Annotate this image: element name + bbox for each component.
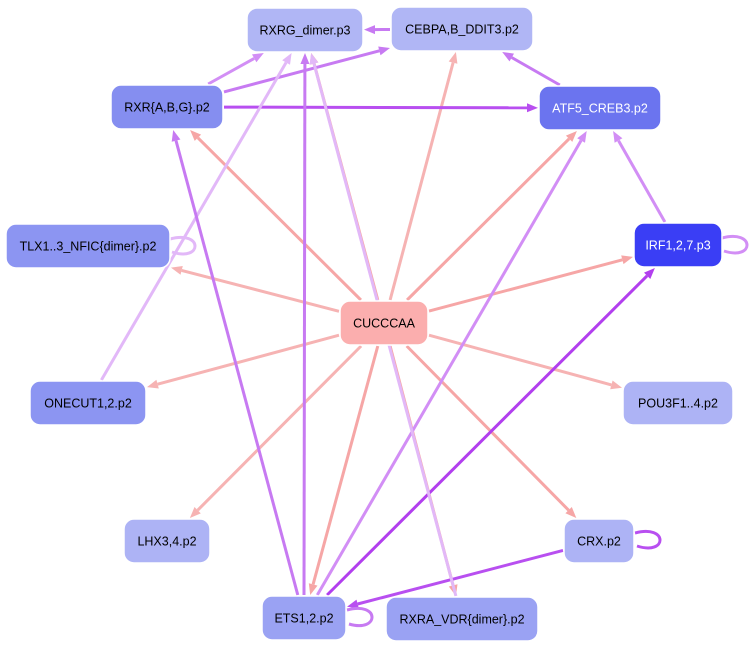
node-box (5, 223, 171, 269)
node-label: IRF1,2,7.p3 (645, 239, 710, 253)
arrowhead-cebpa-to-rxrg (364, 25, 375, 35)
arrowhead-center-to-atf5 (565, 131, 577, 142)
node-center[interactable]: CUCCCAA (339, 300, 429, 346)
arrowhead-crx-to-ets (347, 599, 359, 609)
edge-center-to-irf (428, 258, 623, 313)
arrowhead-rxra-to-rxrg (309, 53, 319, 65)
node-layer: CUCCCAA RXRG_dimer.p3 CEBPA,B_DDIT3.p2RXR{… (5, 6, 734, 642)
node-lhx[interactable]: LHX3,4.p2 (123, 518, 211, 564)
node-box (622, 380, 734, 426)
node-ets[interactable]: ETS1,2.p2 (261, 595, 347, 641)
node-label: RXRA_VDR{dimer}.p2 (399, 613, 524, 627)
edge-center-to-lhx (196, 344, 363, 512)
node-crx[interactable]: CRX.p2 (563, 518, 635, 564)
arrowhead-center-to-irf (621, 255, 633, 265)
node-label: RXRG_dimer.p3 (259, 24, 350, 38)
edge-center-to-pou3f (428, 333, 612, 387)
arrowhead-center-to-rxr (190, 130, 202, 141)
arrowhead-center-to-ets (308, 583, 318, 595)
node-label: CRX.p2 (577, 535, 621, 549)
edge-irf-to-atf5 (617, 139, 667, 223)
arrowhead-center-to-pou3f (610, 380, 622, 390)
node-rxrg[interactable]: RXRG_dimer.p3 (246, 7, 364, 53)
arrowhead-center-to-cebpa (448, 52, 458, 64)
node-box (110, 84, 224, 130)
edge-crx-to-ets (357, 548, 564, 606)
edge-center-to-rxr (196, 136, 362, 302)
arrowhead-rxr-to-rxrg (252, 53, 264, 63)
node-label: CUCCCAA (353, 317, 415, 331)
arrowhead-rxr-to-atf5 (527, 103, 538, 113)
node-cebpa[interactable]: CEBPA,B_DDIT3.p2 (390, 6, 534, 52)
node-tlx[interactable]: TLX1..3_NFIC{dimer}.p2 (5, 223, 171, 269)
arrowhead-irf-to-atf5 (613, 131, 623, 143)
self-loop-irf (721, 234, 749, 255)
arrowhead-onecut-to-rxrg (282, 53, 292, 65)
node-label: ONECUT1,2.p2 (44, 397, 132, 411)
node-box (246, 7, 364, 53)
edge-rxr-to-atf5 (223, 105, 528, 110)
node-box (29, 380, 147, 426)
node-label: RXR{A,B,G}.p2 (124, 101, 210, 115)
arrowhead-ets-to-rxr (171, 130, 181, 142)
node-box (339, 300, 429, 346)
edge-ets-to-atf5 (316, 139, 583, 596)
node-rxr[interactable]: RXR{A,B,G}.p2 (110, 84, 224, 130)
node-label: TLX1..3_NFIC{dimer}.p2 (20, 240, 157, 254)
edge-center-to-cebpa (388, 62, 455, 301)
node-box (633, 222, 723, 268)
node-pou3f[interactable]: POU3F1..4.p2 (622, 380, 734, 426)
node-box (563, 518, 635, 564)
node-label: LHX3,4.p2 (137, 535, 196, 549)
node-rxra[interactable]: RXRA_VDR{dimer}.p2 (385, 596, 539, 642)
node-label: ETS1,2.p2 (274, 612, 333, 626)
node-box (123, 518, 211, 564)
edge-center-to-onecut (157, 333, 340, 386)
arrowhead-center-to-crx (565, 507, 577, 518)
arrowhead-rxr-to-cebpa (378, 46, 390, 56)
edge-ets-to-rxr (174, 140, 300, 596)
edge-rxr-to-cebpa (223, 49, 380, 94)
arrowhead-center-to-onecut (147, 379, 159, 389)
edge-center-to-ets (311, 345, 380, 585)
node-box (385, 596, 539, 642)
node-label: POU3F1..4.p2 (638, 397, 718, 411)
node-label: ATF5_CREB3.p2 (552, 102, 648, 116)
arrowhead-center-to-tlx (171, 266, 183, 275)
edge-atf5-to-cebpa (510, 56, 561, 87)
node-box (538, 85, 662, 131)
arrowhead-ets-to-irf (644, 268, 655, 279)
arrowhead-ets-to-rxrg (300, 53, 310, 64)
edge-center-to-tlx (181, 268, 340, 313)
edge-ets-to-rxrg (302, 63, 307, 596)
node-label: CEBPA,B_DDIT3.p2 (405, 23, 519, 37)
self-loop-crx (634, 529, 662, 550)
arrowhead-ets-to-atf5 (577, 131, 587, 143)
edge-rxr-to-rxrg (207, 57, 255, 86)
edge-ets-to-irf (326, 274, 649, 597)
node-irf[interactable]: IRF1,2,7.p3 (633, 222, 723, 268)
arrowhead-center-to-lhx (189, 507, 201, 518)
self-loop-ets (346, 606, 374, 628)
node-box (390, 6, 534, 52)
node-onecut[interactable]: ONECUT1,2.p2 (29, 380, 147, 426)
edge-center-to-atf5 (406, 137, 571, 302)
edge-center-to-crx (405, 344, 570, 512)
self-loop-tlx (169, 235, 197, 256)
arrowhead-atf5-to-cebpa (502, 52, 514, 62)
edge-onecut-to-rxrg (100, 61, 288, 381)
node-atf5[interactable]: ATF5_CREB3.p2 (538, 85, 662, 131)
node-box (261, 595, 347, 641)
